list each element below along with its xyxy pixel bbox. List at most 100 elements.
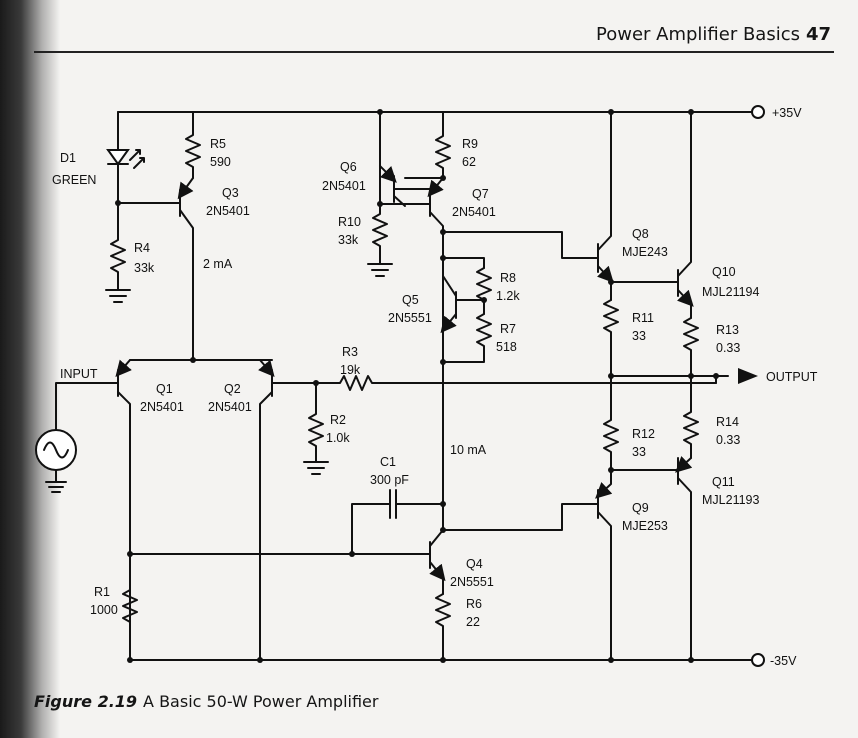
q9-ref: Q9 — [632, 501, 649, 515]
node-dot — [608, 657, 614, 663]
r5-value: 590 — [210, 155, 231, 169]
q8-ref: Q8 — [632, 227, 649, 241]
q1-value: 2N5401 — [140, 400, 184, 414]
r11-value: 33 — [632, 329, 646, 343]
positive-rail-terminal — [751, 105, 765, 119]
r6-resistor — [435, 593, 451, 661]
vas-current-label: 10 mA — [450, 443, 487, 457]
c1-ref: C1 — [380, 455, 396, 469]
q8-value: MJE243 — [622, 245, 668, 259]
negative-rail-label: -35V — [770, 654, 797, 668]
r11-ref: R11 — [632, 311, 654, 325]
q7-transistor — [427, 177, 444, 505]
q5-transistor — [440, 275, 485, 334]
q7-ref: Q7 — [472, 187, 489, 201]
r13-resistor — [683, 317, 699, 377]
r7-ref: R7 — [500, 322, 516, 336]
d1-value: GREEN — [52, 173, 96, 187]
q11-transistor — [675, 455, 693, 661]
node-dot — [608, 109, 614, 115]
r4-resistor — [105, 202, 131, 303]
r9-ref: R9 — [462, 137, 478, 151]
q9-value: MJE253 — [622, 519, 668, 533]
node-dot — [440, 657, 446, 663]
r14-value: 0.33 — [716, 433, 740, 447]
q10-value: MJL21194 — [702, 285, 759, 299]
r7-value: 518 — [496, 340, 517, 354]
q11-ref: Q11 — [712, 475, 735, 489]
q9-base-wire — [442, 503, 599, 531]
node-dot — [377, 109, 383, 115]
q5-ref: Q5 — [402, 293, 419, 307]
r12-value: 33 — [632, 445, 646, 459]
q8-base-wire — [442, 231, 599, 259]
node-dot — [688, 657, 694, 663]
r13-value: 0.33 — [716, 341, 740, 355]
q7-value: 2N5401 — [452, 205, 496, 219]
q10-transistor — [676, 111, 694, 319]
d1-led — [106, 111, 145, 204]
page-number: 47 — [806, 24, 832, 45]
q2-value: 2N5401 — [208, 400, 252, 414]
r3-ref: R3 — [342, 345, 358, 359]
running-head: Power Amplifier Basics — [596, 24, 800, 45]
q3-value: 2N5401 — [206, 204, 250, 218]
q5-value: 2N5551 — [388, 311, 432, 325]
r13-ref: R13 — [716, 323, 739, 337]
r1-value: 1000 — [90, 603, 118, 617]
q1-ref: Q1 — [156, 382, 173, 396]
r11-resistor — [603, 299, 619, 377]
q10-ref: Q10 — [712, 265, 736, 279]
r1-resistor — [122, 553, 138, 661]
r8-resistor — [476, 267, 492, 315]
r3-resistor — [315, 375, 717, 391]
q6-ref: Q6 — [340, 160, 357, 174]
q3-transistor — [177, 177, 194, 361]
output-label: OUTPUT — [766, 370, 818, 384]
signal-source — [35, 429, 77, 493]
r7-resistor — [442, 313, 492, 363]
q3-current-label: 2 mA — [203, 257, 233, 271]
binding-shadow — [0, 0, 60, 738]
r14-ref: R14 — [716, 415, 739, 429]
figure-caption-text: A Basic 50-W Power Amplifier — [143, 692, 379, 711]
q2-transistor — [258, 359, 275, 661]
node-dot — [688, 109, 694, 115]
r9-resistor — [435, 111, 451, 179]
r9-value: 62 — [462, 155, 476, 169]
d1-ref: D1 — [60, 151, 76, 165]
node-dot — [127, 657, 133, 663]
header-rule — [34, 51, 834, 53]
r6-ref: R6 — [466, 597, 482, 611]
q9-transistor — [595, 469, 613, 661]
r10-resistor — [367, 203, 393, 277]
input-wire — [55, 382, 119, 431]
q4-value: 2N5551 — [450, 575, 494, 589]
r5-ref: R5 — [210, 137, 226, 151]
r2-value: 1.0k — [326, 431, 350, 445]
figure-caption-label: Figure 2.19 — [34, 692, 138, 711]
r8-top-wire — [442, 257, 485, 269]
r2-ref: R2 — [330, 413, 346, 427]
input-label: INPUT — [60, 367, 98, 381]
q4-ref: Q4 — [466, 557, 483, 571]
r10-ref: R10 — [338, 215, 361, 229]
q6-transistor — [379, 165, 406, 207]
r3-value: 19k — [340, 363, 361, 377]
c1-left-wire — [351, 503, 391, 555]
r4-ref: R4 — [134, 241, 150, 255]
q4-transistor — [429, 503, 446, 595]
r10-value: 33k — [338, 233, 359, 247]
r2-resistor — [303, 382, 329, 475]
r12-ref: R12 — [632, 427, 655, 441]
node-dot — [257, 657, 263, 663]
r5-resistor — [185, 111, 201, 179]
r1-ref: R1 — [94, 585, 110, 599]
r4-value: 33k — [134, 261, 155, 275]
r6-value: 22 — [466, 615, 480, 629]
q3-ref: Q3 — [222, 186, 239, 200]
output-arrow-icon — [738, 368, 758, 384]
r8-ref: R8 — [500, 271, 516, 285]
